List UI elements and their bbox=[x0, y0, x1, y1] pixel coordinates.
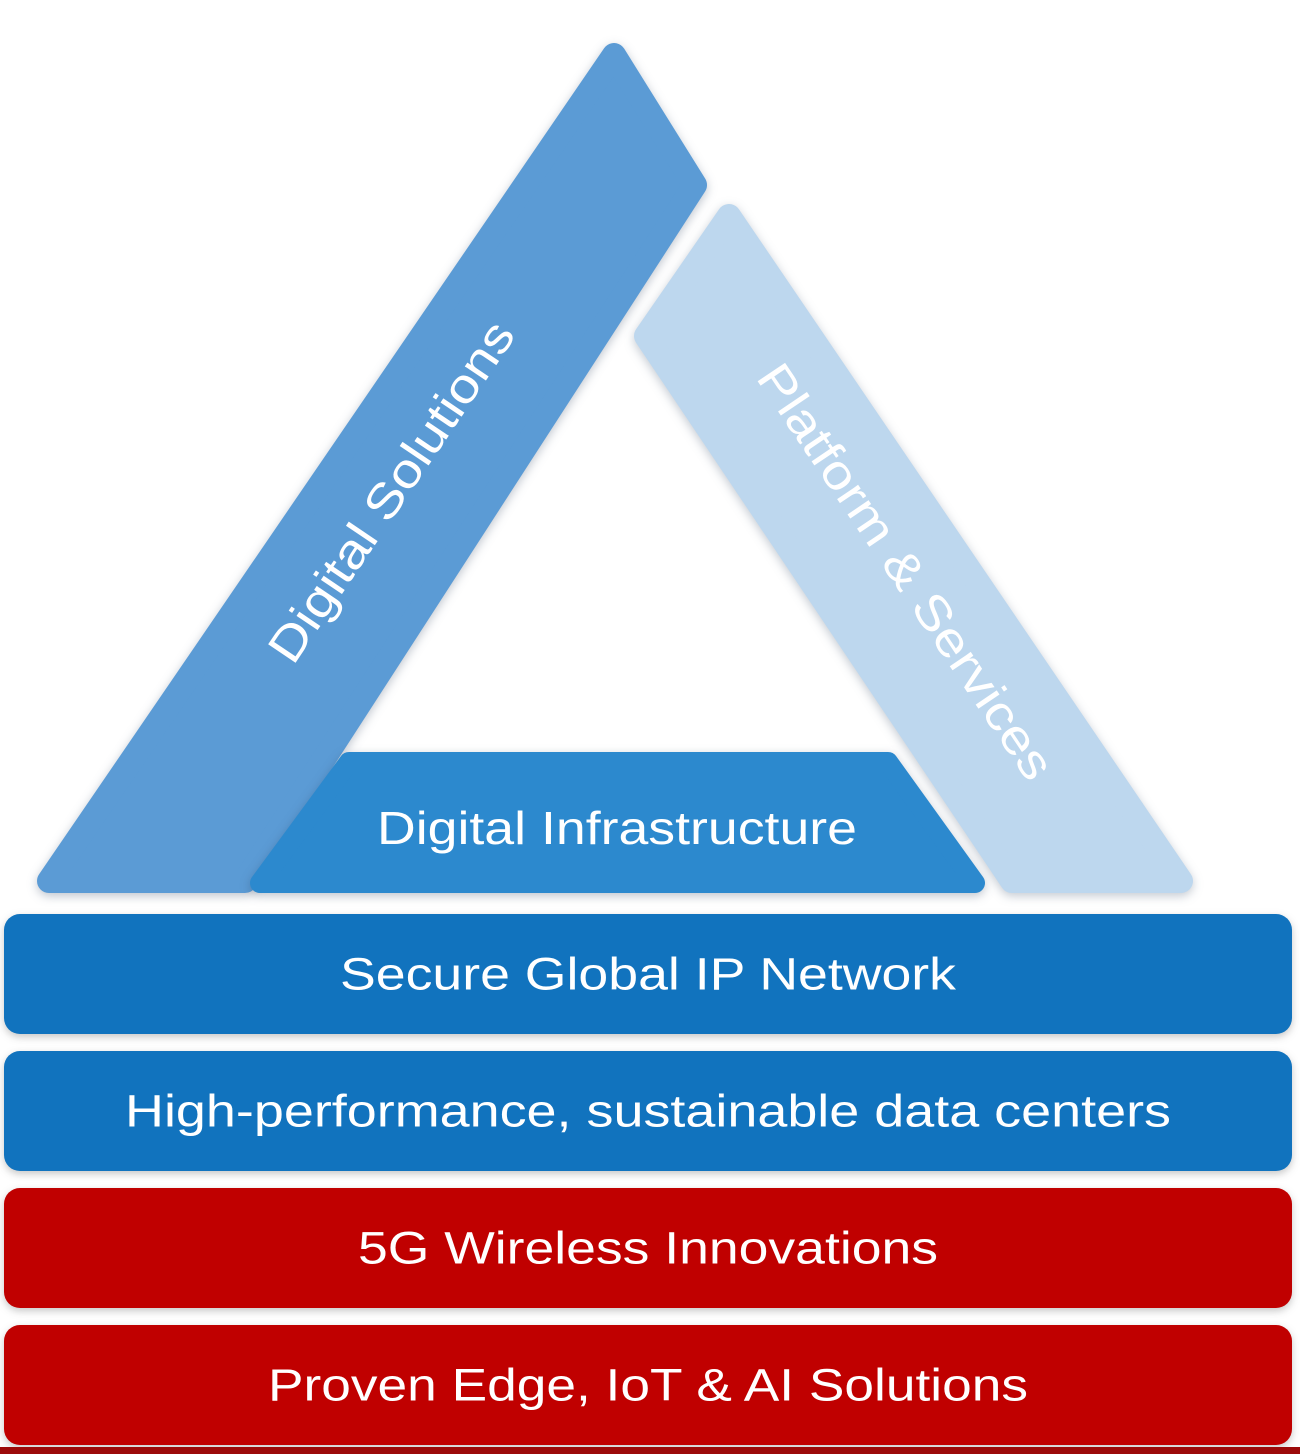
triangle-left-segment bbox=[37, 43, 707, 893]
triangle-base-segment bbox=[250, 752, 985, 893]
bottom-clipped-strip bbox=[0, 1447, 1300, 1454]
foundation-bar-label: 5G Wireless Innovations bbox=[358, 1223, 938, 1274]
foundation-bar-data-centers bbox=[4, 1051, 1292, 1171]
foundation-bar-edge-iot-ai bbox=[4, 1325, 1292, 1445]
foundation-bar-label: High-performance, sustainable data cente… bbox=[125, 1086, 1171, 1137]
foundation-bar-5g-wireless bbox=[4, 1188, 1292, 1308]
foundation-bar-secure-global-ip-network bbox=[4, 914, 1292, 1034]
triangle-base-label: Digital Infrastructure bbox=[377, 802, 857, 854]
foundation-bar-label: Secure Global IP Network bbox=[340, 949, 957, 1000]
foundation-bar-label: Proven Edge, IoT & AI Solutions bbox=[268, 1360, 1028, 1411]
triangle-right-segment bbox=[634, 204, 1193, 893]
